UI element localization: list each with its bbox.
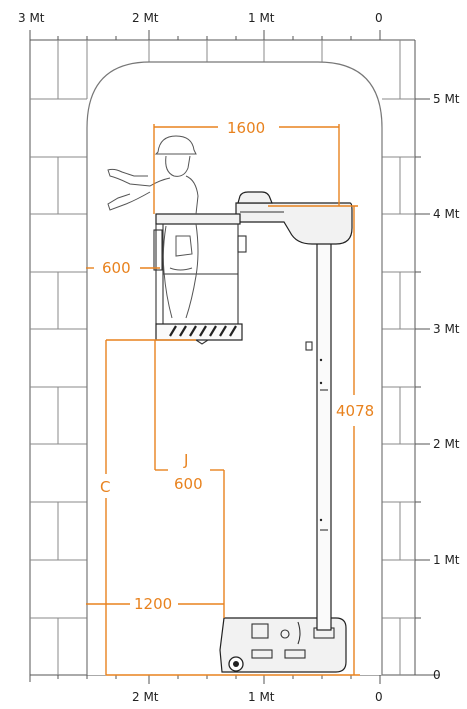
bottom-scale-0: 0 [375, 690, 383, 704]
j-label: J [183, 451, 188, 469]
platform-arm [235, 202, 353, 245]
j-value-label: 600 [174, 475, 203, 493]
front-wheel-hub [233, 661, 239, 667]
base-offset-label: 1200 [134, 595, 172, 613]
bottom-scale-2m: 2 Mt [132, 690, 159, 704]
chassis-control-box [251, 623, 269, 639]
bottom-scale-1m: 1 Mt [248, 690, 275, 704]
c-label: C [100, 478, 110, 496]
chassis-knob [280, 629, 290, 639]
platform-top-rail [155, 213, 241, 225]
arched-opening [86, 61, 383, 675]
right-scale-5m: 5 Mt [433, 92, 460, 106]
platform-cage [153, 224, 247, 345]
right-scale-labels: 5 Mt 4 Mt 3 Mt 2 Mt 1 Mt 0 [433, 92, 460, 682]
top-scale-2m: 2 Mt [132, 11, 159, 25]
max-height-label: 4078 [336, 402, 374, 420]
top-scale-1m: 1 Mt [248, 11, 275, 25]
top-scale-3m: 3 Mt [18, 11, 45, 25]
platform-length-label: 1600 [227, 119, 265, 137]
top-scale-0: 0 [375, 11, 383, 25]
platform-width-label: 600 [102, 259, 131, 277]
chassis-cable [297, 621, 301, 645]
platform-floor [155, 323, 243, 341]
dimension-labels: 1600 4078 600 J 600 C 1200 [100, 119, 374, 613]
mast-outer [316, 239, 332, 631]
right-scale-3m: 3 Mt [433, 322, 460, 336]
wall-grid [30, 40, 415, 675]
bottom-scale-labels: 2 Mt 1 Mt 0 [132, 690, 383, 704]
control-pod [237, 191, 273, 204]
right-scale-2m: 2 Mt [433, 437, 460, 451]
right-scale-1m: 1 Mt [433, 553, 460, 567]
chassis-panel-left [251, 649, 273, 659]
right-scale-4m: 4 Mt [433, 207, 460, 221]
right-scale-0: 0 [433, 668, 441, 682]
lift-machine [107, 135, 353, 673]
chassis-panel-right [284, 649, 306, 659]
mast-clamp [305, 341, 313, 351]
worker-figure [107, 135, 199, 319]
top-scale-labels: 3 Mt 2 Mt 1 Mt 0 [18, 11, 383, 25]
dimension-lines [86, 124, 360, 676]
